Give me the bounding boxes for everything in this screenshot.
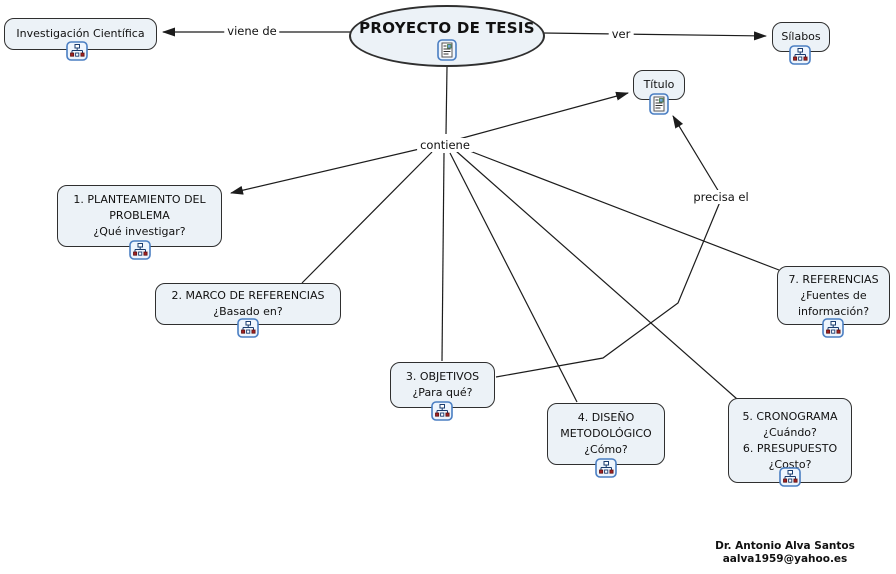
author-credit: Dr. Antonio Alva Santos aalva1959@yahoo.… [700, 540, 870, 566]
concept-map-resource-icon[interactable] [822, 318, 844, 338]
linking-phrase-precisa-el[interactable]: precisa el [690, 190, 752, 204]
connector-main-contiene [445, 66, 448, 135]
document-resource-icon[interactable] [649, 93, 669, 115]
concept-node-referencias[interactable]: 7. REFERENCIAS ¿Fuentes de información? [777, 266, 890, 325]
concept-map-resource-icon[interactable] [129, 240, 151, 260]
connector-contiene-box3 [441, 152, 445, 362]
connector-contiene-box4 [449, 152, 578, 403]
author-name: Dr. Antonio Alva Santos [715, 540, 855, 552]
concept-map-resource-icon[interactable] [789, 45, 811, 65]
concept-label: Título [643, 78, 675, 91]
concept-map-resource-icon[interactable] [779, 467, 801, 487]
concept-label: 4. DISEÑO METODOLÓGICO ¿Cómo? [560, 411, 652, 456]
concept-map-resource-icon[interactable] [237, 318, 259, 338]
connector-contiene-box2 [301, 151, 433, 284]
concept-label: 5. CRONOGRAMA ¿Cuándo? 6. PRESUPUESTO ¿C… [742, 409, 838, 471]
connector-ver [542, 31, 767, 41]
connector-contiene-box56 [455, 150, 738, 400]
concept-node-investigacion-cientifica[interactable]: Investigación Científica [4, 18, 157, 50]
concept-node-objetivos[interactable]: 3. OBJETIVOS ¿Para qué? [390, 362, 495, 408]
concept-map-resource-icon[interactable] [595, 458, 617, 478]
concept-map-resource-icon[interactable] [431, 401, 453, 421]
concept-label: Investigación Científica [16, 27, 145, 40]
concept-label: Sílabos [781, 30, 821, 43]
concept-node-diseno-metodologico[interactable]: 4. DISEÑO METODOLÓGICO ¿Cómo? [547, 403, 665, 465]
concept-label: 2. MARCO DE REFERENCIAS ¿Basado en? [171, 289, 325, 318]
concept-map-resource-icon[interactable] [66, 41, 88, 61]
linking-phrase-ver[interactable]: ver [608, 27, 634, 41]
concept-label: 1. PLANTEAMIENTO DEL PROBLEMA ¿Qué inves… [73, 193, 206, 238]
concept-node-planteamiento-del-problema[interactable]: 1. PLANTEAMIENTO DEL PROBLEMA ¿Qué inves… [57, 185, 222, 247]
concept-label: PROYECTO DE TESIS [359, 19, 535, 37]
linking-phrase-viene-de[interactable]: viene de [224, 24, 280, 38]
author-email: aalva1959@yahoo.es [722, 553, 848, 565]
concept-label: 7. REFERENCIAS ¿Fuentes de información? [788, 272, 879, 318]
connector-contiene-box1 [230, 146, 429, 195]
concept-label: 3. OBJETIVOS ¿Para qué? [405, 370, 480, 399]
connector-contiene-titulo [458, 91, 629, 140]
linking-phrase-contiene[interactable]: contiene [417, 138, 473, 152]
connector-precisa-el [495, 115, 723, 378]
concept-node-marco-de-referencias[interactable]: 2. MARCO DE REFERENCIAS ¿Basado en? [155, 283, 341, 325]
document-resource-icon[interactable] [437, 39, 457, 61]
connector-contiene-box7 [461, 147, 780, 271]
